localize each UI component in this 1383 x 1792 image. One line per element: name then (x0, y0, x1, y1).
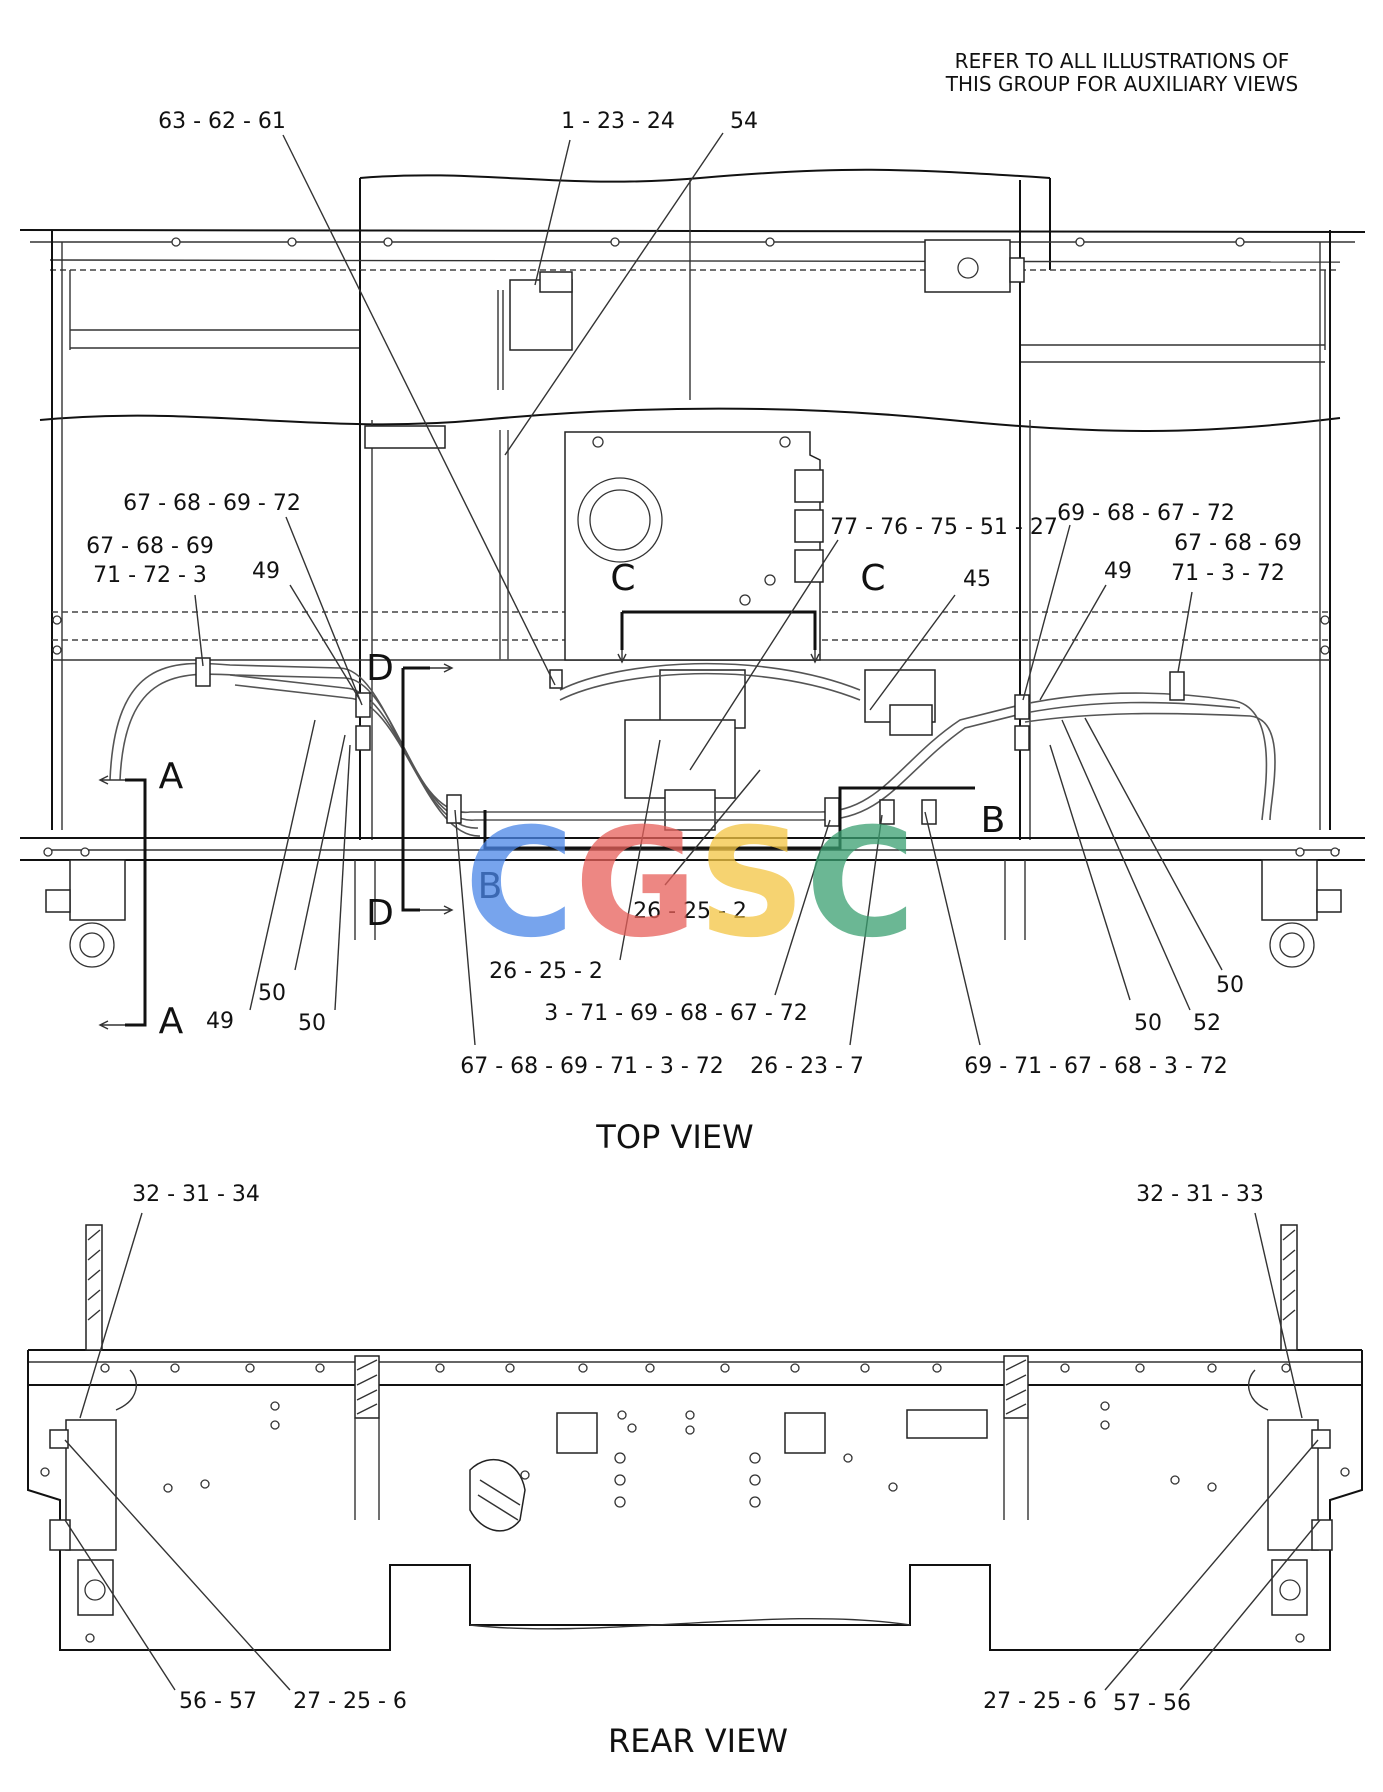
rear-view-title: REAR VIEW (608, 1722, 788, 1760)
callout-27-25-6-right: 27 - 25 - 6 (983, 1689, 1097, 1714)
watermark-letter: C (464, 797, 574, 971)
callout-69-71-67-68-3-72: 69 - 71 - 67 - 68 - 3 - 72 (964, 1054, 1228, 1079)
callout-50-left-lower: 50 (298, 1011, 326, 1036)
section-letter-b-left: B (478, 866, 503, 907)
callout-69-68-67-72-right: 69 - 68 - 67 - 72 (1057, 501, 1235, 526)
callout-49-lower-left: 49 (206, 1009, 234, 1034)
callout-49-upper-right: 49 (1104, 559, 1132, 584)
callout-67-68-69-71-3-72: 67 - 68 - 69 - 71 - 3 - 72 (460, 1054, 724, 1079)
section-letter-c-left: C (610, 558, 635, 599)
section-letter-a-upper: A (159, 756, 184, 797)
callout-67-68-69-72-left: 67 - 68 - 69 - 72 (123, 491, 301, 516)
callout-57-56: 57 - 56 (1113, 1691, 1191, 1716)
watermark-letter: G (574, 797, 697, 971)
top-view-drawing (19, 168, 1366, 1030)
callout-50-right-upper: 50 (1216, 973, 1244, 998)
watermark-letter: C (806, 797, 916, 971)
callout-45: 45 (963, 567, 991, 592)
top-view-title: TOP VIEW (595, 1118, 753, 1156)
watermark-logo: CGSC (464, 797, 915, 971)
top-view-leaders (194, 132, 1223, 1046)
callout-3-71-69-68-67-72: 3 - 71 - 69 - 68 - 67 - 72 (544, 1001, 808, 1026)
callout-71-3-72-right-line2: 71 - 3 - 72 (1171, 561, 1285, 586)
callout-71-72-3-left-line2: 71 - 72 - 3 (93, 563, 207, 588)
callout-50-right-lower: 50 (1134, 1011, 1162, 1036)
svg-text:CGSC: CGSC (464, 797, 915, 971)
callout-32-31-34: 32 - 31 - 34 (132, 1182, 260, 1207)
callout-67-68-69-left-line1: 67 - 68 - 69 (86, 534, 214, 559)
section-letter-a-lower: A (159, 1001, 184, 1042)
callout-67-68-69-right-line1: 67 - 68 - 69 (1174, 531, 1302, 556)
note-line-2: THIS GROUP FOR AUXILIARY VIEWS (945, 72, 1298, 96)
callout-56-57: 56 - 57 (179, 1689, 257, 1714)
callout-50-left-upper: 50 (258, 981, 286, 1006)
section-letter-b-right: B (981, 800, 1006, 841)
callout-1-23-24: 1 - 23 - 24 (561, 109, 675, 134)
rear-view-drawing (27, 1224, 1363, 1651)
callout-49-upper-left: 49 (252, 559, 280, 584)
callout-77-76-75-51-27: 77 - 76 - 75 - 51 - 27 (830, 515, 1058, 540)
callout-26-25-2-center: 26 - 25 - 2 (633, 899, 747, 924)
note-line-1: REFER TO ALL ILLUSTRATIONS OF (955, 49, 1290, 73)
watermark-letter: S (698, 797, 806, 971)
rear-view-leaders (64, 1212, 1321, 1691)
callout-26-23-7: 26 - 23 - 7 (750, 1054, 864, 1079)
callout-27-25-6-left: 27 - 25 - 6 (293, 1689, 407, 1714)
callout-52: 52 (1193, 1011, 1221, 1036)
callout-32-31-33: 32 - 31 - 33 (1136, 1182, 1264, 1207)
callout-26-25-2-left: 26 - 25 - 2 (489, 959, 603, 984)
callout-63-62-61: 63 - 62 - 61 (158, 109, 286, 134)
callout-54: 54 (730, 109, 758, 134)
section-letter-d-upper: D (366, 648, 394, 689)
section-letter-c-right: C (860, 558, 885, 599)
section-letter-d-lower: D (366, 893, 394, 934)
